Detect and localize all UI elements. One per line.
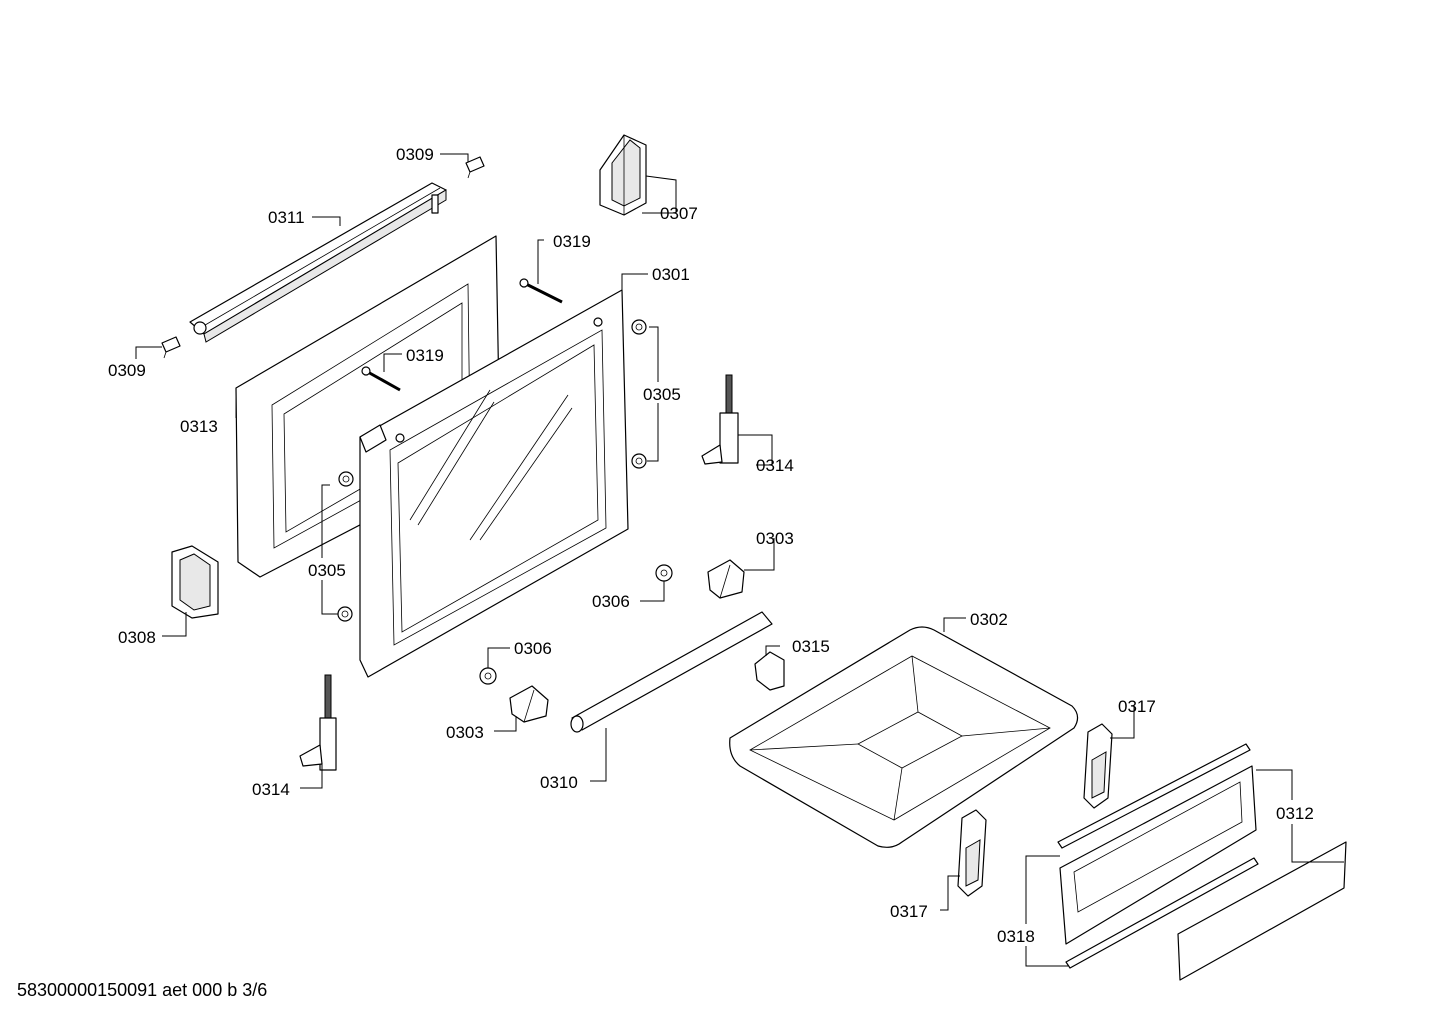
part-screw-left bbox=[161, 336, 181, 359]
part-rod bbox=[570, 611, 773, 733]
callout-0314-right: 0314 bbox=[756, 456, 794, 475]
part-bracket-top bbox=[599, 134, 647, 216]
part-guide-left bbox=[509, 685, 549, 723]
part-bracket-bottom bbox=[171, 545, 219, 619]
part-clip bbox=[754, 651, 785, 691]
callout-0313: 0313 bbox=[180, 417, 218, 436]
part-hinge-right bbox=[701, 374, 739, 465]
callout-0309-top: 0309 bbox=[396, 145, 434, 164]
part-glass-panel bbox=[1177, 841, 1347, 981]
callout-0305-right: 0305 bbox=[643, 385, 681, 404]
part-roller-left bbox=[479, 667, 497, 685]
part-drawer-frame bbox=[1057, 743, 1259, 969]
callout-0311: 0311 bbox=[268, 208, 305, 227]
callout-0306-right: 0306 bbox=[592, 592, 630, 611]
callout-0318: 0318 bbox=[997, 927, 1035, 946]
part-bush-left-lower bbox=[337, 606, 353, 622]
document-code: 58300000150091 aet 000 b 3/6 bbox=[17, 980, 268, 1000]
part-pin-upper bbox=[519, 278, 563, 304]
callout-0303-right: 0303 bbox=[756, 529, 794, 548]
leader-lines bbox=[135, 153, 1344, 967]
part-bush-left-upper bbox=[338, 471, 354, 487]
callout-labels: 0309 0311 0307 0319 0301 0309 0319 0305 … bbox=[108, 145, 1314, 946]
part-guide-right bbox=[707, 559, 745, 599]
callout-0312: 0312 bbox=[1276, 804, 1314, 823]
callout-0306-left: 0306 bbox=[514, 639, 552, 658]
callout-0301: 0301 bbox=[652, 265, 690, 284]
part-runner-bottom bbox=[957, 809, 987, 897]
callout-0309-left: 0309 bbox=[108, 361, 146, 380]
callout-0307: 0307 bbox=[660, 204, 698, 223]
callout-0310: 0310 bbox=[540, 773, 578, 792]
part-screw-top bbox=[465, 156, 485, 179]
part-runner-right bbox=[1083, 723, 1113, 809]
part-top-trim-bar bbox=[189, 182, 447, 343]
part-bush-right-lower bbox=[631, 453, 647, 469]
callout-0308: 0308 bbox=[118, 628, 156, 647]
part-pin-middle bbox=[361, 366, 401, 392]
callout-0319-middle: 0319 bbox=[406, 346, 444, 365]
callout-0305-left: 0305 bbox=[308, 561, 346, 580]
callout-0317-bottom: 0317 bbox=[890, 902, 928, 921]
part-bush-right-upper bbox=[631, 319, 647, 335]
callout-0317-right: 0317 bbox=[1118, 697, 1156, 716]
callout-0319-upper: 0319 bbox=[553, 232, 591, 251]
callout-0302: 0302 bbox=[970, 610, 1008, 629]
callout-0314-left: 0314 bbox=[252, 780, 290, 799]
part-hinge-left bbox=[299, 674, 337, 771]
part-outer-door bbox=[359, 289, 629, 678]
part-tray bbox=[729, 626, 1079, 848]
callout-0303-left: 0303 bbox=[446, 723, 484, 742]
part-roller-right bbox=[655, 564, 673, 582]
callout-0315: 0315 bbox=[792, 637, 830, 656]
